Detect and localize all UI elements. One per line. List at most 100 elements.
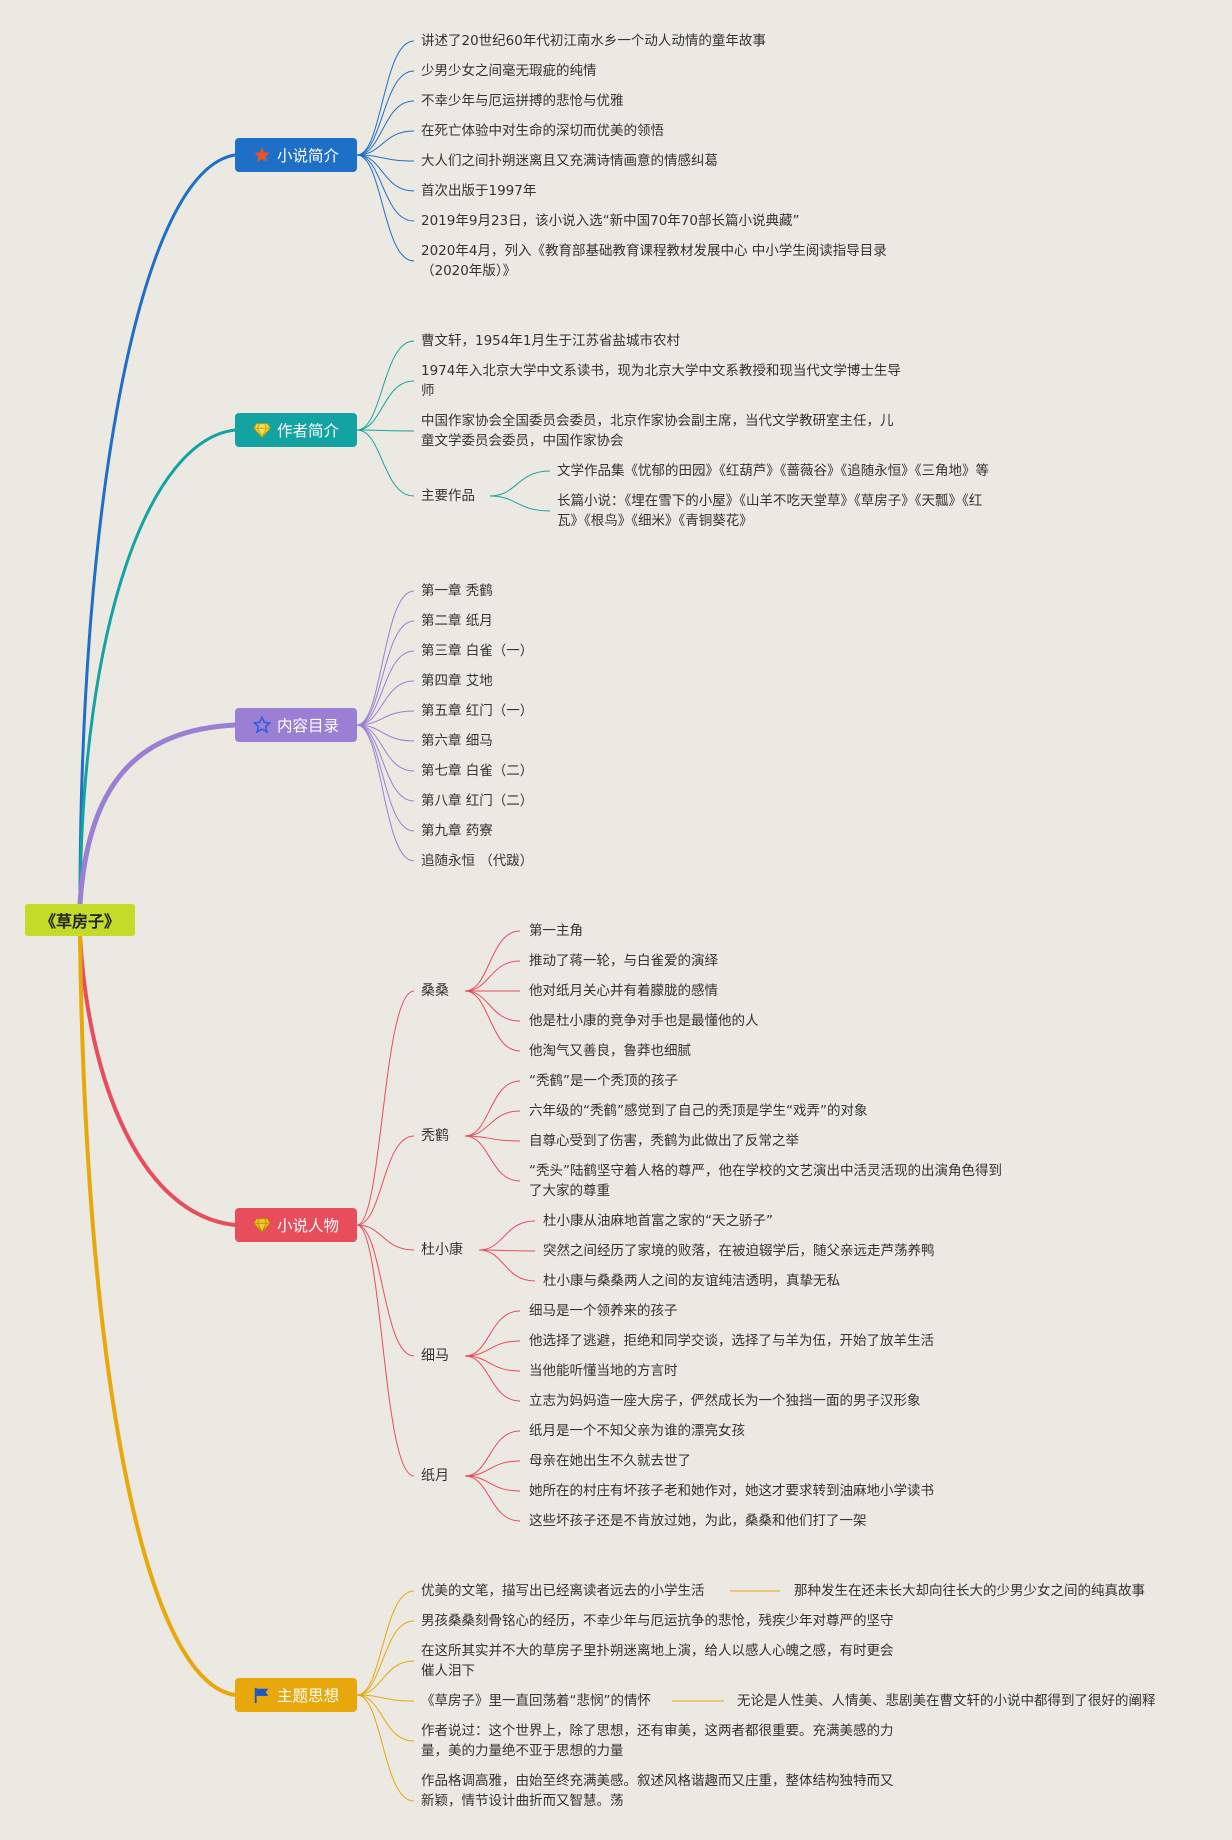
character-item: 他是杜小康的竞争对手也是最懂他的人 <box>529 1013 759 1029</box>
intro-item: 大人们之间扑朔迷离且又充满诗情画意的情感纠葛 <box>421 153 718 169</box>
diamond-icon <box>253 423 271 439</box>
diamond-icon <box>253 1218 271 1234</box>
branch-contents-label: 内容目录 <box>276 717 339 735</box>
author-connector <box>356 429 415 432</box>
character-item-cont: 了大家的尊重 <box>529 1183 610 1199</box>
author-connector <box>356 429 415 497</box>
character-item: “秃鹤”是一个秃顶的孩子 <box>529 1073 678 1089</box>
character-item-connector <box>478 1249 536 1282</box>
intro-item: 首次出版于1997年 <box>421 183 537 199</box>
chapter-item: 第六章 细马 <box>421 733 493 749</box>
author-item: 1974年入北京大学中文系读书，现为北京大学中文系教授和现当代文学博士生导 <box>421 363 901 379</box>
branch-characters-label: 小说人物 <box>276 1217 339 1235</box>
star-icon <box>254 147 270 162</box>
chapter-item: 第八章 红门（二） <box>421 793 534 809</box>
character-item-connector <box>478 1220 536 1251</box>
theme-connector <box>356 1660 415 1696</box>
characters-connector <box>356 1224 415 1251</box>
root-to-theme-line <box>78 934 237 1697</box>
flag-icon <box>254 1687 269 1704</box>
branch-intro[interactable]: 小说简介 <box>235 138 357 172</box>
theme-connector <box>356 1620 415 1696</box>
character-item-connector <box>464 990 521 1052</box>
theme-item: 优美的文笔，描写出已经离读者远去的小学生活 <box>421 1583 705 1599</box>
author-works-connector <box>489 470 551 497</box>
intro-connector <box>356 154 415 192</box>
characters-connector <box>356 1224 415 1357</box>
author-item: 曹文轩，1954年1月生于江苏省盐城市农村 <box>421 333 680 349</box>
branch-theme-label: 主题思想 <box>276 1687 339 1705</box>
characters-connector <box>356 990 415 1226</box>
chapter-item: 第四章 艾地 <box>421 673 493 689</box>
chapter-item: 追随永恒 （代跋） <box>421 853 534 869</box>
theme-item-extension: 无论是人性美、人情美、悲剧美在曹文轩的小说中都得到了很好的阐释 <box>737 1693 1156 1709</box>
character-item: 六年级的“秃鹤”感觉到了自己的秃顶是学生“戏弄”的对象 <box>529 1103 868 1119</box>
character-item: 细马是一个领养来的孩子 <box>529 1303 678 1319</box>
theme-item-cont: 催人泪下 <box>421 1663 475 1679</box>
character-item: 自尊心受到了伤害，秃鹤为此做出了反常之举 <box>529 1133 799 1149</box>
theme-item-cont: 新颖，情节设计曲折而又智慧。荡 <box>421 1793 624 1809</box>
character-item: “秃头”陆鹤坚守着人格的尊严，他在学校的文艺演出中活灵活现的出演角色得到 <box>529 1163 1002 1179</box>
character-item: 纸月是一个不知父亲为谁的漂亮女孩 <box>529 1423 745 1439</box>
branch-author-label: 作者简介 <box>276 422 339 440</box>
intro-item: 少男少女之间毫无瑕疵的纯情 <box>421 63 597 79</box>
contents-connector <box>356 724 415 802</box>
contents-connector <box>356 620 415 726</box>
branch-author[interactable]: 作者简介 <box>235 413 357 447</box>
intro-item: 不幸少年与厄运拼搏的悲怆与优雅 <box>421 93 624 109</box>
branch-theme[interactable]: 主题思想 <box>235 1678 357 1712</box>
characters-connector <box>356 1224 415 1477</box>
chapter-item: 第九章 药寮 <box>421 823 493 839</box>
character-item-connector <box>464 1475 521 1522</box>
character-item-connector <box>464 1135 521 1142</box>
intro-connector <box>356 154 415 222</box>
character-item-connector <box>464 1310 521 1357</box>
character-node-duxiaokang: 杜小康 <box>421 1242 463 1258</box>
character-item: 杜小康从油麻地首富之家的“天之骄子” <box>543 1213 773 1229</box>
theme-connector <box>356 1590 415 1696</box>
author-connector <box>356 380 415 431</box>
author-item-cont: 童文学委员会委员，中国作家协会 <box>421 433 624 449</box>
character-item: 他淘气又善良，鲁莽也细腻 <box>529 1043 691 1059</box>
intro-connector <box>356 40 415 156</box>
star-outline-icon <box>252 716 271 734</box>
character-node-tuhe: 秃鹤 <box>421 1128 449 1144</box>
character-item: 杜小康与桑桑两人之间的友谊纯洁透明，真挚无私 <box>543 1273 840 1289</box>
contents-connector <box>356 650 415 726</box>
character-item: 她所在的村庄有坏孩子老和她作对，她这才要求转到油麻地小学读书 <box>529 1483 934 1499</box>
character-item: 他对纸月关心并有着朦胧的感情 <box>529 983 718 999</box>
root-node[interactable]: 《草房子》 <box>25 904 135 936</box>
branch-characters[interactable]: 小说人物 <box>235 1208 357 1242</box>
character-item: 他选择了逃避，拒绝和同学交谈，选择了与羊为伍，开始了放羊生活 <box>529 1333 934 1349</box>
character-item-connector <box>464 1110 521 1137</box>
character-item-connector <box>464 1355 521 1402</box>
intro-connector <box>356 100 415 156</box>
intro-item: 2020年4月，列入《教育部基础教育课程教材发展中心 中小学生阅读指导目录 <box>421 243 887 259</box>
theme-connector <box>356 1694 415 1742</box>
contents-connector <box>356 680 415 726</box>
theme-item: 作者说过：这个世界上，除了思想，还有审美，这两者都很重要。充满美感的力 <box>421 1723 894 1739</box>
contents-connector <box>356 724 415 772</box>
character-item-connector <box>464 1430 521 1477</box>
character-item: 推动了蒋一轮，与白雀爱的演绎 <box>529 953 718 969</box>
intro-item: 讲述了20世纪60年代初江南水乡一个动人动情的童年故事 <box>421 33 766 49</box>
author-works-item: 长篇小说：《埋在雪下的小屋》《山羊不吃天堂草》《草房子》《天瓢》《红 <box>557 493 983 509</box>
character-node-sangsang: 桑桑 <box>421 983 449 999</box>
theme-item-cont: 量，美的力量绝不亚于思想的力量 <box>421 1743 624 1759</box>
contents-connector <box>356 724 415 862</box>
character-item: 立志为妈妈造一座大房子，俨然成长为一个独挡一面的男子汉形象 <box>529 1393 921 1409</box>
intro-item: 2019年9月23日，该小说入选“新中国70年70部长篇小说典藏” <box>421 213 800 229</box>
character-item-connector <box>464 1460 521 1477</box>
character-node-xima: 细马 <box>421 1348 449 1364</box>
character-item-connector <box>478 1249 536 1252</box>
root-to-intro-line <box>78 153 237 906</box>
theme-connector <box>356 1694 415 1802</box>
intro-connector <box>356 154 415 262</box>
characters-connector <box>356 1135 415 1226</box>
contents-connector <box>356 724 415 742</box>
author-works-connector <box>489 495 551 512</box>
branch-contents[interactable]: 内容目录 <box>235 708 357 742</box>
theme-connector <box>356 1694 415 1702</box>
chapter-item: 第一章 秃鹤 <box>421 583 493 599</box>
